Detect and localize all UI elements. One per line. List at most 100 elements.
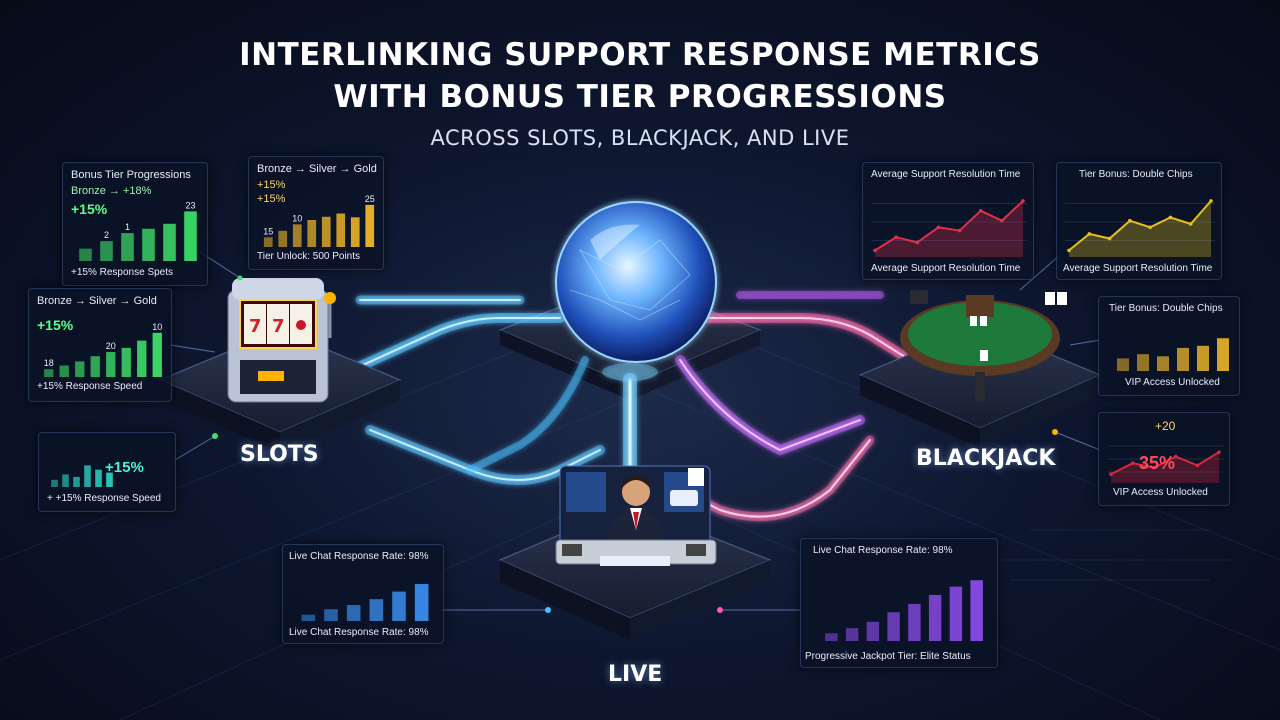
slots-speed-panel: +15% + +15% Response Speed (38, 432, 176, 512)
panel-pct: +15% (37, 317, 74, 333)
chart-point (1067, 248, 1071, 253)
panel-footer: + +15% Response Speed (47, 493, 161, 504)
chart-point (1152, 465, 1156, 470)
live-jackpot-chart (825, 580, 983, 641)
connector-paths-pink (655, 291, 915, 522)
panel-footer: Tier Unlock: 500 Points (257, 251, 361, 262)
panel-footer: Average Support Resolution Time (871, 263, 1021, 274)
chart-bar (75, 361, 85, 377)
panel-line-2: +15% (257, 193, 286, 205)
live-jackpot-panel: Live Chat Response Rate: 98% Progressive… (800, 538, 998, 668)
bj-resolution-chart (871, 199, 1027, 257)
chart-bar (1137, 354, 1149, 371)
chart-data-label: 2 (104, 230, 109, 240)
slots-label: SLOTS (240, 442, 319, 467)
chart-point (936, 225, 941, 230)
panel-footer: Average Support Resolution Time (1063, 263, 1213, 274)
chart-point (1168, 215, 1173, 220)
chart-bar (62, 474, 69, 487)
bj-vip-chart (1117, 338, 1229, 371)
panel-title: Bronze → Silver → Gold (37, 295, 157, 307)
chart-data-label: 18 (44, 358, 54, 368)
chart-bar (908, 603, 921, 641)
panel-footer: Live Chat Response Rate: 98% (289, 627, 429, 638)
chart-bar (970, 580, 983, 641)
chart-point (1217, 450, 1221, 454)
chart-point (1000, 218, 1004, 223)
panel-title: Average Support Resolution Time (871, 169, 1021, 180)
panel-footer: Progressive Jackpot Tier: Elite Status (805, 651, 971, 662)
chart-bar (1177, 347, 1189, 371)
chart-bar (301, 614, 316, 621)
chart-bar (1217, 338, 1229, 371)
panel-top: +20 (1155, 419, 1176, 433)
chart-data-label: 10 (292, 213, 302, 223)
chart-bar (392, 591, 406, 621)
chart-bar (949, 586, 963, 641)
bj-pct-panel: +20 35% VIP Access Unlocked (1098, 412, 1230, 506)
bj-double-chart (1065, 199, 1215, 257)
panel-title: Bonus Tier Progressions (71, 169, 191, 181)
chart-point (1021, 199, 1025, 203)
chart-point (1128, 218, 1132, 223)
bj-vip-panel: Tier Bonus: Double Chips VIP Access Unlo… (1098, 296, 1240, 396)
chart-line (1110, 451, 1220, 476)
chart-bar (95, 469, 102, 487)
svg-text:7: 7 (249, 316, 262, 337)
live-chat-panel: Live Chat Response Rate: 98% Live Chat R… (282, 544, 444, 644)
chart-bar (369, 599, 384, 621)
panel-line: Bronze → +18% (71, 185, 152, 197)
chart-bar (163, 223, 176, 261)
panel-title: Live Chat Response Rate: 98% (289, 551, 429, 562)
chart-point (894, 235, 898, 239)
chart-bar (73, 476, 80, 487)
chart-bar (324, 609, 338, 621)
chart-point (1195, 463, 1200, 468)
chart-point (1130, 461, 1135, 465)
page-title-line-2: WITH BONUS TIER PROGRESSIONS (333, 79, 947, 115)
chart-line (874, 200, 1024, 252)
chart-bar (321, 216, 331, 247)
chart-bar (1117, 358, 1129, 371)
bj-double-panel: Tier Bonus: Double Chips Average Support… (1056, 162, 1222, 280)
live-chat-chart (301, 584, 429, 621)
chart-bar (84, 465, 91, 487)
chart-bar (106, 472, 113, 487)
header: INTERLINKING SUPPORT RESPONSE METRICS WI… (0, 34, 1280, 150)
chart-bar (59, 365, 69, 377)
chart-bar (887, 612, 900, 641)
chart-bar (346, 605, 361, 621)
slots-tier-panel: Bonus Tier Progressions Bronze → +18% +1… (62, 162, 208, 286)
chart-bar (51, 479, 58, 487)
svg-text:7: 7 (272, 316, 285, 337)
chart-data-label: 15 (263, 226, 273, 236)
chart-bar (866, 621, 880, 641)
chart-point (1188, 222, 1193, 226)
chart-area (1069, 200, 1211, 257)
chart-point (1109, 472, 1113, 476)
page-title-line-1: INTERLINKING SUPPORT RESPONSE METRICS (239, 37, 1041, 73)
chart-area (875, 200, 1023, 257)
slots-speed-chart (51, 465, 113, 487)
chart-line (1068, 200, 1212, 252)
chart-data-label: 25 (365, 194, 375, 204)
chart-point (1087, 232, 1092, 236)
chart-bar (142, 228, 155, 261)
chart-point (915, 240, 920, 245)
connector-paths-blue (325, 295, 637, 485)
chart-bar (1197, 345, 1209, 371)
chart-point (978, 209, 983, 213)
chart-data-label: 1 (125, 222, 130, 232)
chart-bar (100, 241, 113, 261)
panel-pct: +15% (105, 459, 144, 476)
chart-point (1209, 199, 1213, 203)
chart-bar (845, 628, 859, 641)
central-sphere (555, 201, 717, 363)
live-label: LIVE (608, 662, 663, 687)
chart-point (957, 228, 962, 233)
chart-point (1174, 454, 1178, 459)
